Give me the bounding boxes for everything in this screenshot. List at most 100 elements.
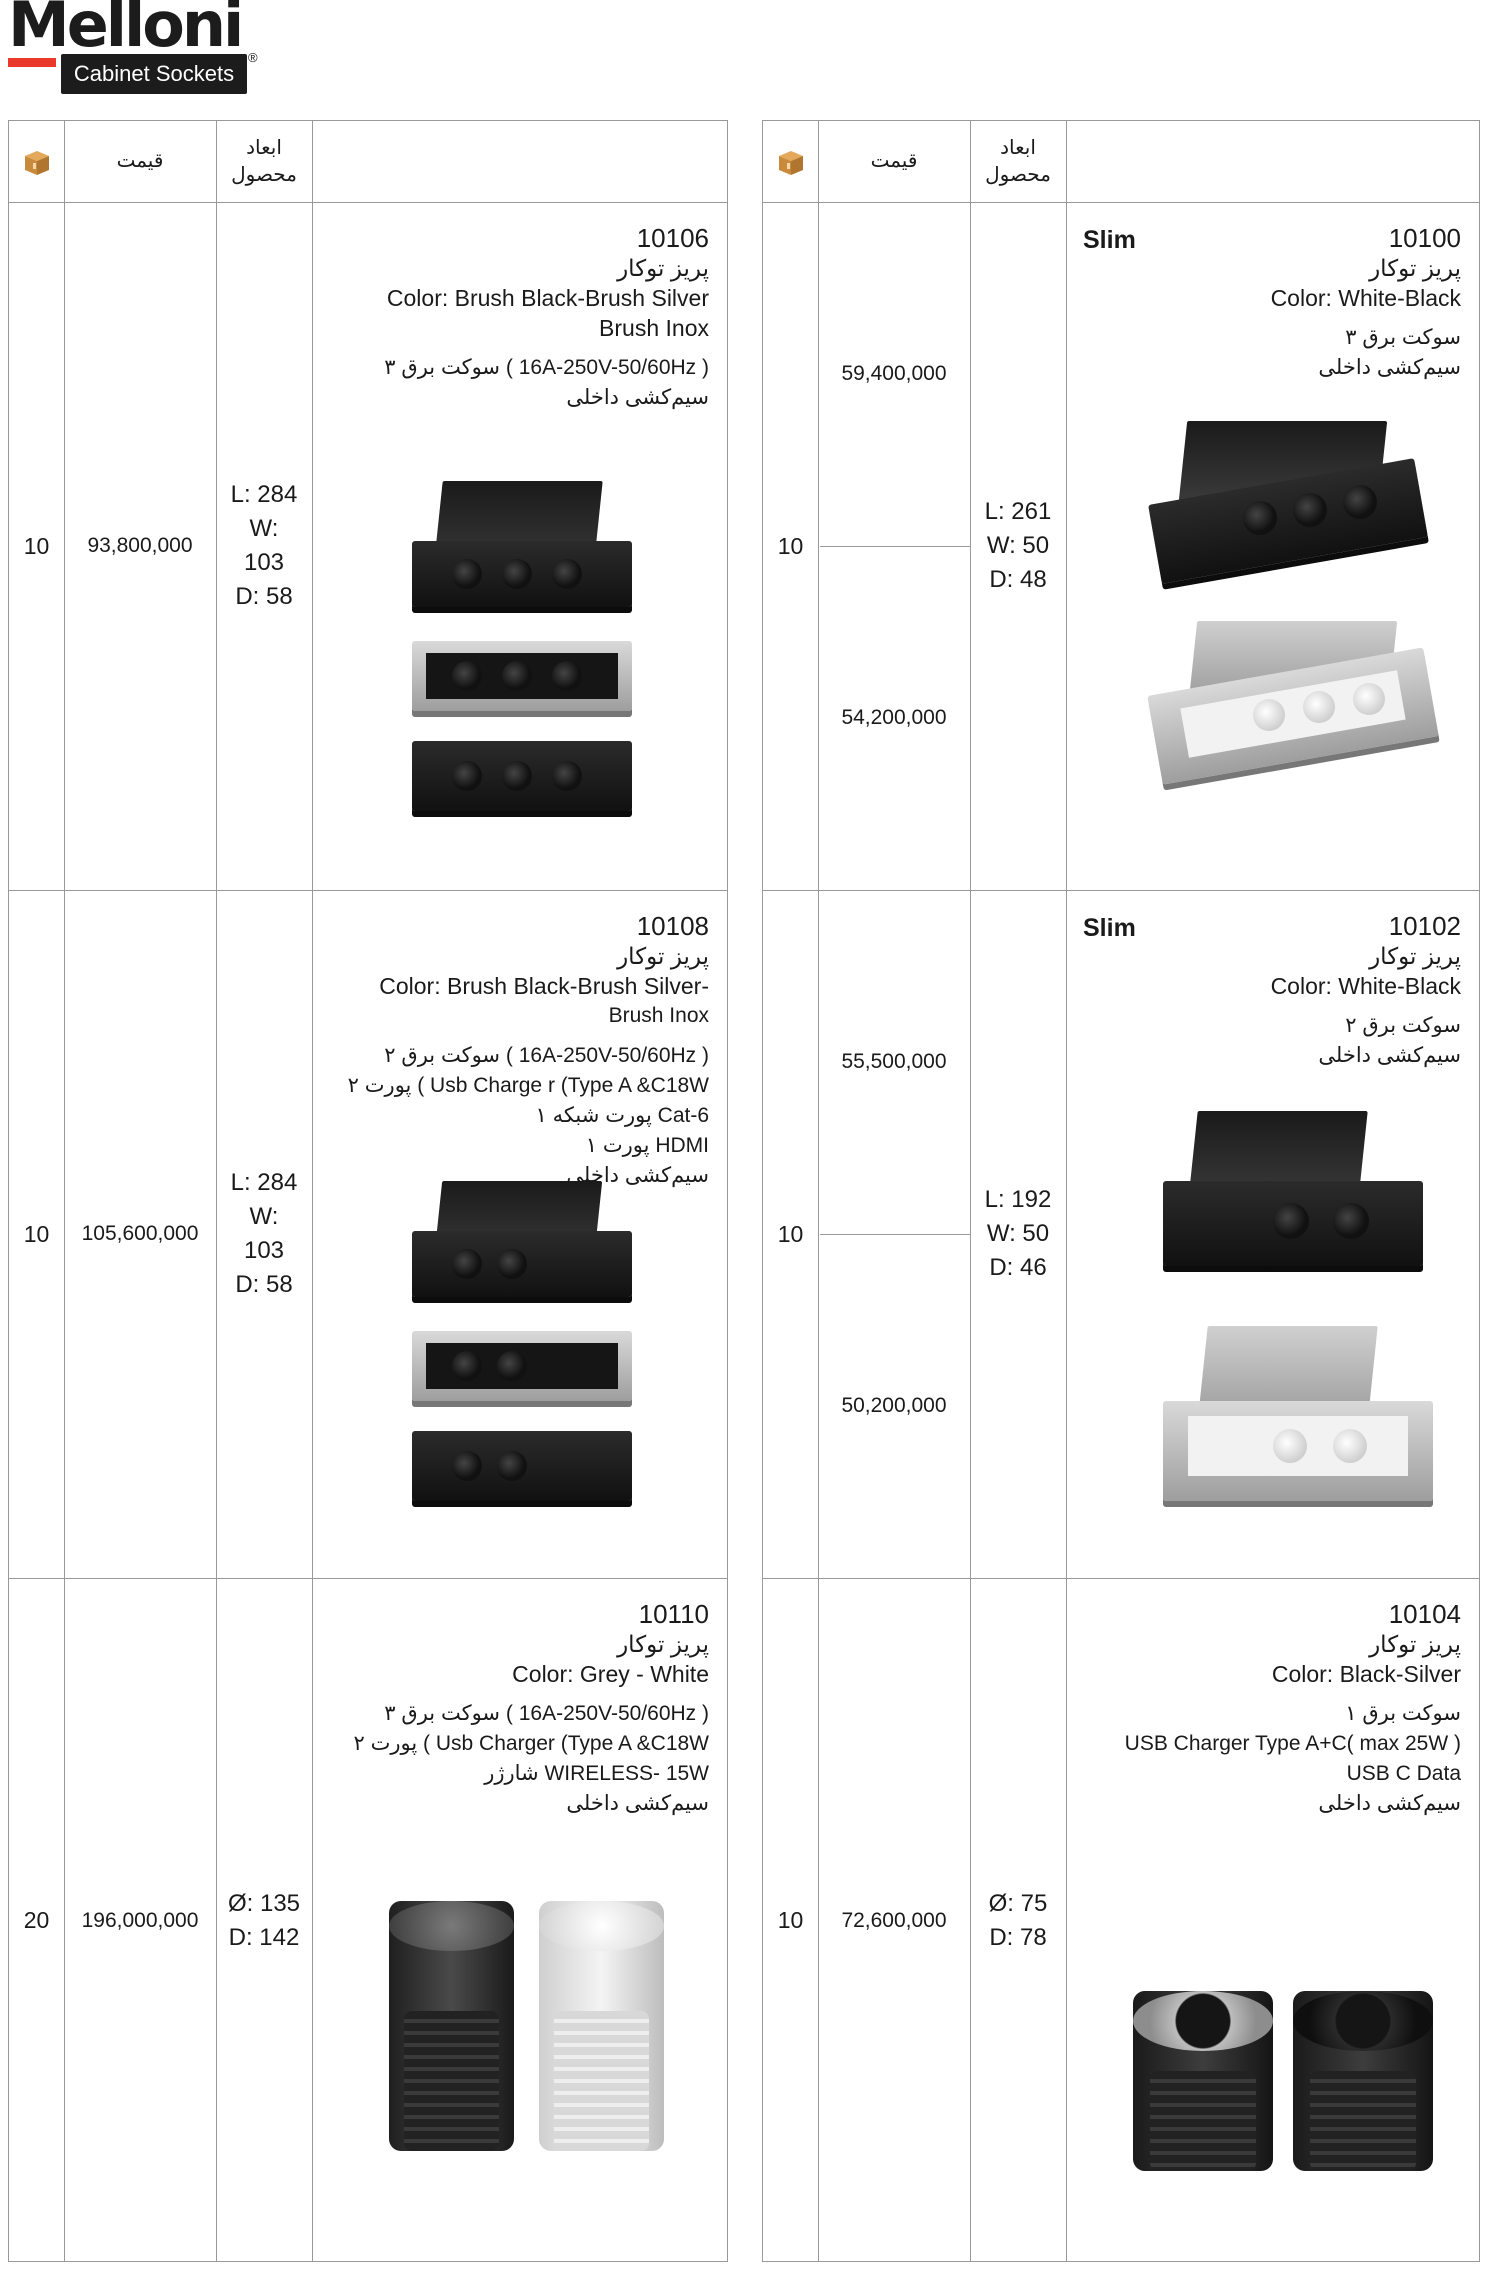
dim-width-label: W:	[249, 1203, 279, 1230]
dimensions: L: 261 W: 50 D: 48	[970, 202, 1066, 890]
product-type: پریز توکار	[617, 943, 709, 969]
dim-width: 103	[243, 1237, 285, 1264]
dimensions: L: 192 W: 50 D: 46	[970, 890, 1066, 1578]
price-value: 196,000,000	[81, 1908, 199, 1932]
product-code: 10108	[636, 911, 709, 941]
dim-length: L: 192	[984, 1186, 1052, 1213]
product-image	[1123, 1971, 1443, 2181]
dim-width-label: W:	[249, 515, 279, 542]
feature-line: سیم‌کشی داخلی	[1318, 1792, 1461, 1815]
product-image	[1143, 1111, 1453, 1561]
dim-length: L: 284	[230, 1169, 298, 1196]
product-code: 10100	[1388, 223, 1461, 253]
price-value: 72,600,000	[841, 1908, 947, 1932]
qty-value: 10	[777, 1220, 804, 1247]
feature-line: ۳ سوکت برق	[1345, 326, 1461, 349]
dim-width: 103	[243, 549, 285, 576]
price-header: قیمت	[870, 150, 918, 172]
product-color: Color: White-Black	[1270, 973, 1461, 999]
product-color-extra: Brush Inox	[599, 315, 709, 341]
product-description: 10106 پریز توکار Color: Brush Black-Brus…	[384, 223, 709, 413]
feature-line: شارژر WIRELESS- 15W	[484, 1762, 709, 1785]
qty-value: 10	[23, 532, 50, 559]
price-value-top: 59,400,000	[841, 362, 947, 385]
product-color: Color: White-Black	[1270, 285, 1461, 311]
product-image	[402, 481, 652, 891]
product-type: پریز توکار	[617, 1631, 709, 1657]
price-value: 105,600,000	[81, 1222, 199, 1245]
product-description: 10110 پریز توکار Color: Grey - White ۳ س…	[353, 1599, 709, 1819]
product-description: 10102 پریز توکار Color: White-Black ۲ سو…	[1271, 911, 1461, 1071]
brand-name: Melloni	[8, 0, 244, 61]
product-color-extra: Brush Inox	[608, 1004, 709, 1027]
price-value-bottom: 50,200,000	[841, 1394, 947, 1417]
feature-line: ۲ سوکت برق ( 16A-250V-50/60Hz )	[384, 1044, 709, 1067]
price-header: قیمت	[116, 150, 164, 172]
feature-line: ۱ پورت HDMI	[585, 1134, 709, 1157]
dim-depth: D: 58	[235, 583, 293, 610]
dimensions: Ø: 75 D: 78	[970, 1578, 1066, 2263]
dim-length: L: 284	[230, 481, 298, 508]
dim-depth: D: 48	[989, 566, 1047, 593]
product-description: 10108 پریز توکار Color: Brush Black-Brus…	[348, 911, 709, 1191]
feature-line: ۳ سوکت برق ( 16A-250V-50/60Hz )	[384, 356, 709, 379]
dims-header: ابعاد محصول	[985, 136, 1051, 186]
feature-line: سیم‌کشی داخلی	[1318, 356, 1461, 379]
dims-header: ابعاد محصول	[231, 136, 297, 186]
dimensions: L: 284 W: 103 D: 58	[216, 890, 312, 1578]
product-image	[379, 1901, 679, 2171]
dim-depth: D: 46	[989, 1254, 1047, 1281]
product-type: پریز توکار	[1369, 943, 1461, 969]
feature-line: ۲ پورت ( Usb Charger (Type A &C18W	[353, 1732, 709, 1755]
registered-mark: ®	[248, 50, 258, 65]
product-type: پریز توکار	[1369, 255, 1461, 281]
feature-line: ۳ سوکت برق ( 16A-250V-50/60Hz )	[384, 1702, 709, 1725]
right-product-table: قیمت ابعاد محصول 10 59,400,000 54,200,00…	[762, 120, 1480, 2262]
feature-line: USB C Data	[1346, 1762, 1461, 1785]
dim-diameter: Ø: 135	[227, 1889, 301, 1917]
product-description: 10104 پریز توکار Color: Black-Silver ۱ س…	[1125, 1599, 1461, 1819]
dim-length: L: 261	[984, 498, 1052, 525]
dim-width: W: 50	[986, 532, 1050, 559]
price-value: 93,800,000	[87, 534, 193, 557]
product-image	[402, 1181, 652, 1571]
feature-line: سیم‌کشی داخلی	[566, 386, 709, 409]
feature-line: ۲ پورت ( Usb Charge r (Type A &C18W	[347, 1074, 709, 1097]
feature-line: سیم‌کشی داخلی	[1318, 1044, 1461, 1067]
dimensions: L: 284 W: 103 D: 58	[216, 202, 312, 890]
qty-header	[9, 121, 64, 202]
product-image	[1133, 421, 1453, 861]
cardboard-box-icon	[778, 150, 803, 175]
product-color: Color: Brush Black-Brush Silver	[386, 285, 709, 311]
left-product-table: قیمت ابعاد محصول 10 93,800,000 L: 284 W:…	[8, 120, 728, 2262]
price-value-bottom: 54,200,000	[841, 706, 947, 729]
dim-diameter: Ø: 75	[988, 1889, 1048, 1917]
brand-tagline: Cabinet Sockets	[61, 54, 247, 94]
qty-value: 10	[23, 1220, 50, 1247]
dimensions: Ø: 135 D: 142	[216, 1578, 312, 2263]
product-description: 10100 پریز توکار Color: White-Black ۳ سو…	[1271, 223, 1461, 383]
qty-header	[763, 121, 818, 202]
feature-line: ۱ سوکت برق	[1345, 1702, 1461, 1725]
slim-badge: Slim	[1083, 914, 1136, 942]
feature-line: سیم‌کشی داخلی	[566, 1792, 709, 1815]
dim-width: W: 50	[986, 1220, 1050, 1247]
product-code: 10110	[638, 1599, 709, 1629]
product-color: Color: Brush Black-Brush Silver-	[379, 973, 709, 999]
feature-line: USB Charger Type A+C( max 25W )	[1124, 1732, 1461, 1755]
slim-badge: Slim	[1083, 226, 1136, 254]
feature-line: ۲ سوکت برق	[1345, 1014, 1461, 1037]
qty-value: 20	[23, 1907, 50, 1933]
qty-value: 10	[777, 532, 804, 559]
product-code: 10102	[1388, 911, 1461, 941]
product-type: پریز توکار	[1369, 1631, 1461, 1657]
product-type: پریز توکار	[617, 255, 709, 281]
feature-line: ۱ پورت شبکه Cat-6	[535, 1104, 709, 1127]
product-code: 10104	[1388, 1599, 1461, 1629]
product-code: 10106	[636, 223, 709, 253]
logo-accent-bar	[8, 58, 56, 67]
cardboard-box-icon	[24, 150, 49, 175]
dim-depth: D: 78	[989, 1923, 1047, 1951]
qty-value: 10	[777, 1907, 804, 1933]
dim-depth: D: 142	[228, 1923, 300, 1951]
